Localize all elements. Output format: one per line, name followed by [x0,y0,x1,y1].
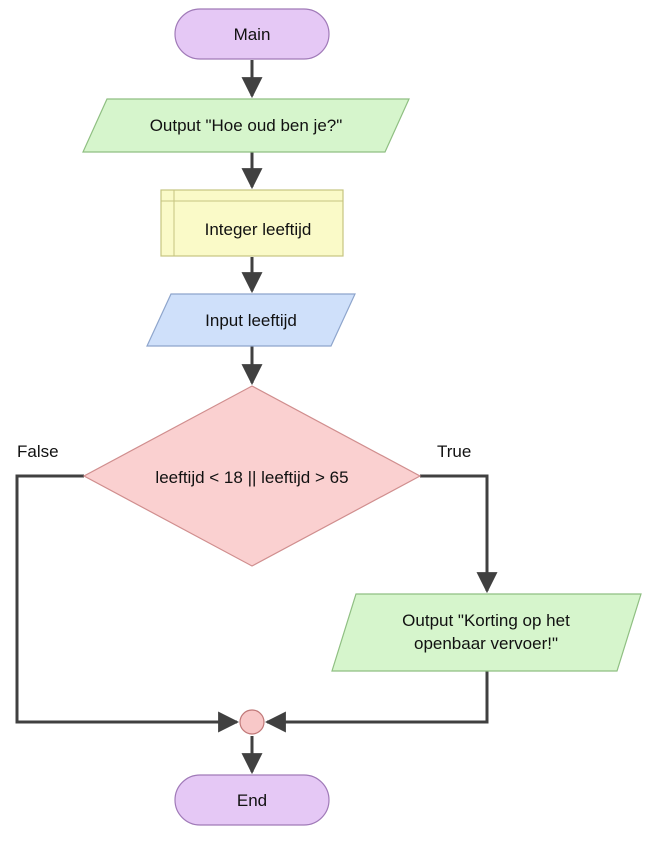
edges [15,60,498,775]
edge-discount-to-merge [264,671,489,733]
decision-label: leeftijd < 18 || leeftijd > 65 [155,468,348,487]
false-branch-label: False [17,442,59,461]
merge-connector [239,709,265,735]
output-discount-node: Output "Korting op het openbaar vervoer!… [331,593,642,672]
end-terminal: End [174,774,330,826]
output-discount-label-line1: Output "Korting op het [402,611,570,630]
declare-node: Integer leeftijd [160,189,344,257]
output-discount-shape [331,593,642,672]
end-label: End [237,791,267,810]
end-terminal-shape [174,774,330,826]
true-branch-label: True [437,442,471,461]
decision-node: leeftijd < 18 || leeftijd > 65 [82,385,422,567]
input-shape [146,293,356,347]
output-question-shape [82,98,410,153]
edge-decision-true [420,474,498,594]
declare-label: Integer leeftijd [205,220,312,239]
start-terminal: Main [174,8,330,60]
start-label: Main [234,25,271,44]
output-discount-label-line2: openbaar vervoer!" [414,634,558,653]
start-terminal-shape [174,8,330,60]
output-question-node: Output "Hoe oud ben je?" [82,98,410,153]
edge-decision-false [15,474,240,733]
input-label: Input leeftijd [205,311,297,330]
output-question-label: Output "Hoe oud ben je?" [150,116,343,135]
input-node: Input leeftijd [146,293,356,347]
decision-shape [82,385,422,567]
